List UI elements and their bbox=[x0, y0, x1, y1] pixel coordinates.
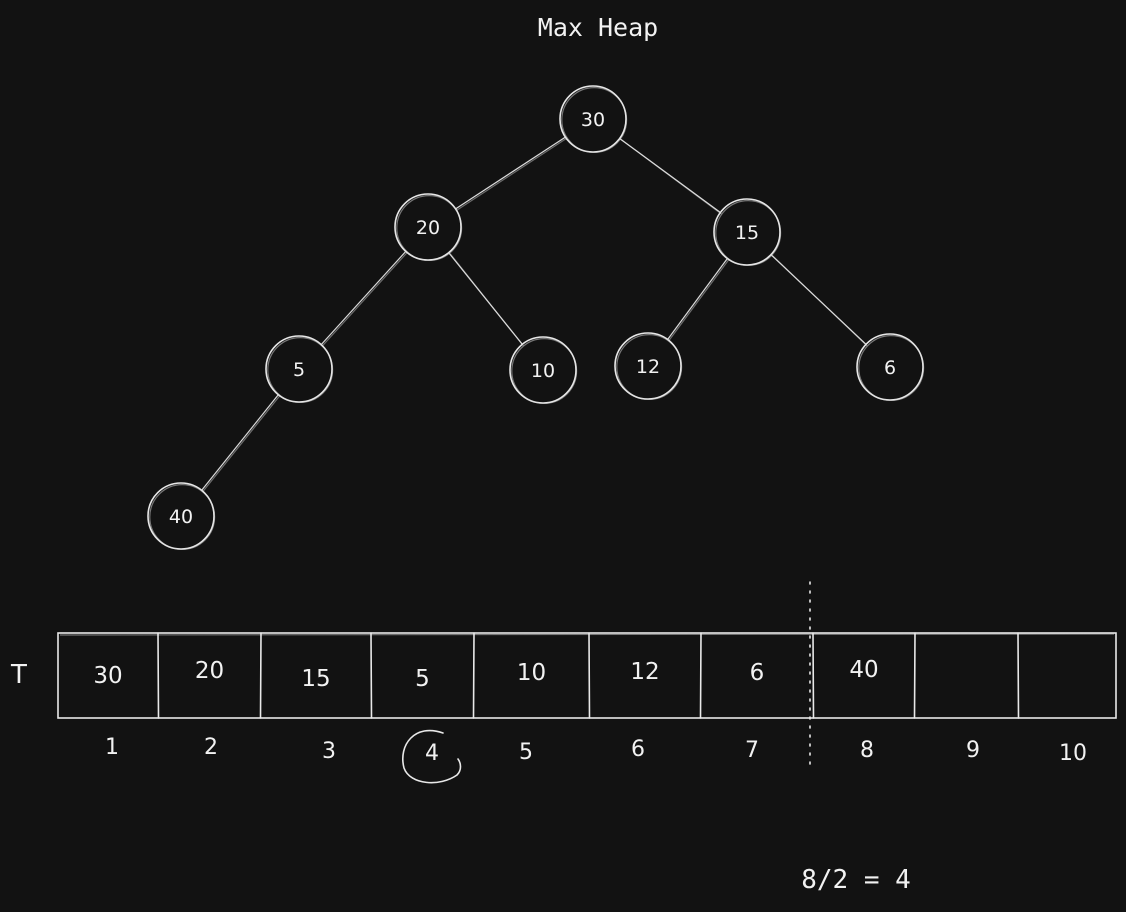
array-cell-divider bbox=[699, 632, 702, 719]
tree-node-label: 40 bbox=[169, 506, 193, 528]
array-index-label: 7 bbox=[745, 738, 759, 763]
tree-node-label: 5 bbox=[293, 359, 305, 381]
array-cell-value: 12 bbox=[630, 659, 659, 685]
tree-node-20: 20 bbox=[394, 193, 463, 262]
tree-node-label: 10 bbox=[531, 360, 555, 382]
tree-edge-30-15 bbox=[619, 138, 721, 213]
tree-edge-15-6 bbox=[770, 254, 867, 345]
array-cell-divider bbox=[1017, 632, 1020, 719]
array-table: 30 20 15 5 10 12 6 40 bbox=[57, 632, 1117, 719]
tree-node-circle-sketch bbox=[396, 195, 463, 262]
tree-edge-15-12 bbox=[667, 258, 728, 340]
tree-edge-shadow-15-6 bbox=[772, 255, 868, 347]
tree-edge-shadow-20-5 bbox=[321, 251, 408, 347]
tree-edges bbox=[201, 136, 868, 493]
array-cell-value: 15 bbox=[301, 666, 330, 692]
array-cell-divider bbox=[913, 632, 916, 719]
array-cell-divider bbox=[472, 632, 475, 719]
array-index-label: 9 bbox=[966, 738, 980, 763]
tree-node-circle-sketch bbox=[267, 337, 334, 404]
array-cell-divider bbox=[157, 632, 160, 719]
tree-node-40: 40 bbox=[147, 482, 216, 551]
array-index-label: 4 bbox=[425, 741, 439, 766]
tree-edge-shadow-15-12 bbox=[668, 259, 730, 342]
tree-edge-shadow-30-15 bbox=[620, 139, 722, 215]
tree-node-circle-sketch bbox=[561, 86, 628, 154]
array-cell-value: 10 bbox=[517, 660, 546, 686]
tree-node-circle-sketch bbox=[511, 338, 578, 405]
array-index-label: 2 bbox=[204, 735, 218, 760]
array-index-label: 5 bbox=[519, 740, 533, 765]
array-cell-value: 20 bbox=[195, 658, 224, 684]
tree-nodes: 30 20 15 5 10 12 6 40 bbox=[147, 85, 925, 551]
tree-edge-5-40 bbox=[201, 394, 279, 491]
tree-edge-shadow-5-40 bbox=[202, 395, 281, 493]
tree-node-circle-sketch bbox=[149, 484, 216, 551]
tree-edge-30-20 bbox=[455, 136, 566, 210]
tree-node-label: 30 bbox=[581, 109, 605, 131]
tree-node-circle-sketch bbox=[858, 335, 925, 402]
tree-edge-shadow-20-10 bbox=[449, 253, 524, 347]
array-cell-value: 40 bbox=[849, 657, 878, 683]
tree-node-label: 15 bbox=[735, 222, 759, 244]
array-cell-value: 30 bbox=[93, 663, 122, 689]
tree-node-30: 30 bbox=[559, 85, 628, 154]
array-index-label: 8 bbox=[860, 738, 874, 763]
tree-node-10: 10 bbox=[509, 336, 578, 405]
array-cell-divider bbox=[588, 632, 591, 719]
array-cell-value: 5 bbox=[415, 666, 430, 692]
array-cell-divider bbox=[259, 632, 262, 719]
diagram-title: Max Heap bbox=[538, 13, 658, 42]
array-cell-divider bbox=[812, 632, 815, 719]
tree-node-6: 6 bbox=[856, 333, 925, 402]
tree-edge-20-10 bbox=[448, 252, 523, 345]
tree-edge-shadow-30-20 bbox=[456, 137, 568, 211]
formula-note: 8/2 = 4 bbox=[801, 865, 911, 895]
tree-node-label: 6 bbox=[884, 357, 896, 379]
array-index-label: 6 bbox=[631, 737, 645, 762]
array-outline-sketch bbox=[59, 633, 1115, 636]
index-highlight-circle bbox=[402, 729, 462, 784]
array-indices: 1 2 3 4 5 6 7 8 9 10 bbox=[105, 735, 1087, 766]
tree-node-circle-sketch bbox=[715, 200, 782, 267]
tree-node-15: 15 bbox=[713, 198, 782, 267]
array-label: T bbox=[10, 660, 27, 690]
tree-edge-20-5 bbox=[320, 250, 407, 346]
tree-node-label: 20 bbox=[416, 217, 440, 239]
tree-node-5: 5 bbox=[265, 335, 334, 404]
tree-node-12: 12 bbox=[614, 332, 683, 401]
array-index-label: 10 bbox=[1059, 741, 1087, 766]
array-index-label: 3 bbox=[322, 739, 336, 764]
array-index-label: 1 bbox=[105, 735, 119, 760]
tree-node-circle-sketch bbox=[616, 334, 683, 401]
array-outline bbox=[57, 632, 1117, 719]
tree-node-label: 12 bbox=[636, 356, 660, 378]
array-cell-value: 6 bbox=[750, 660, 765, 686]
array-cell-divider bbox=[370, 632, 373, 719]
